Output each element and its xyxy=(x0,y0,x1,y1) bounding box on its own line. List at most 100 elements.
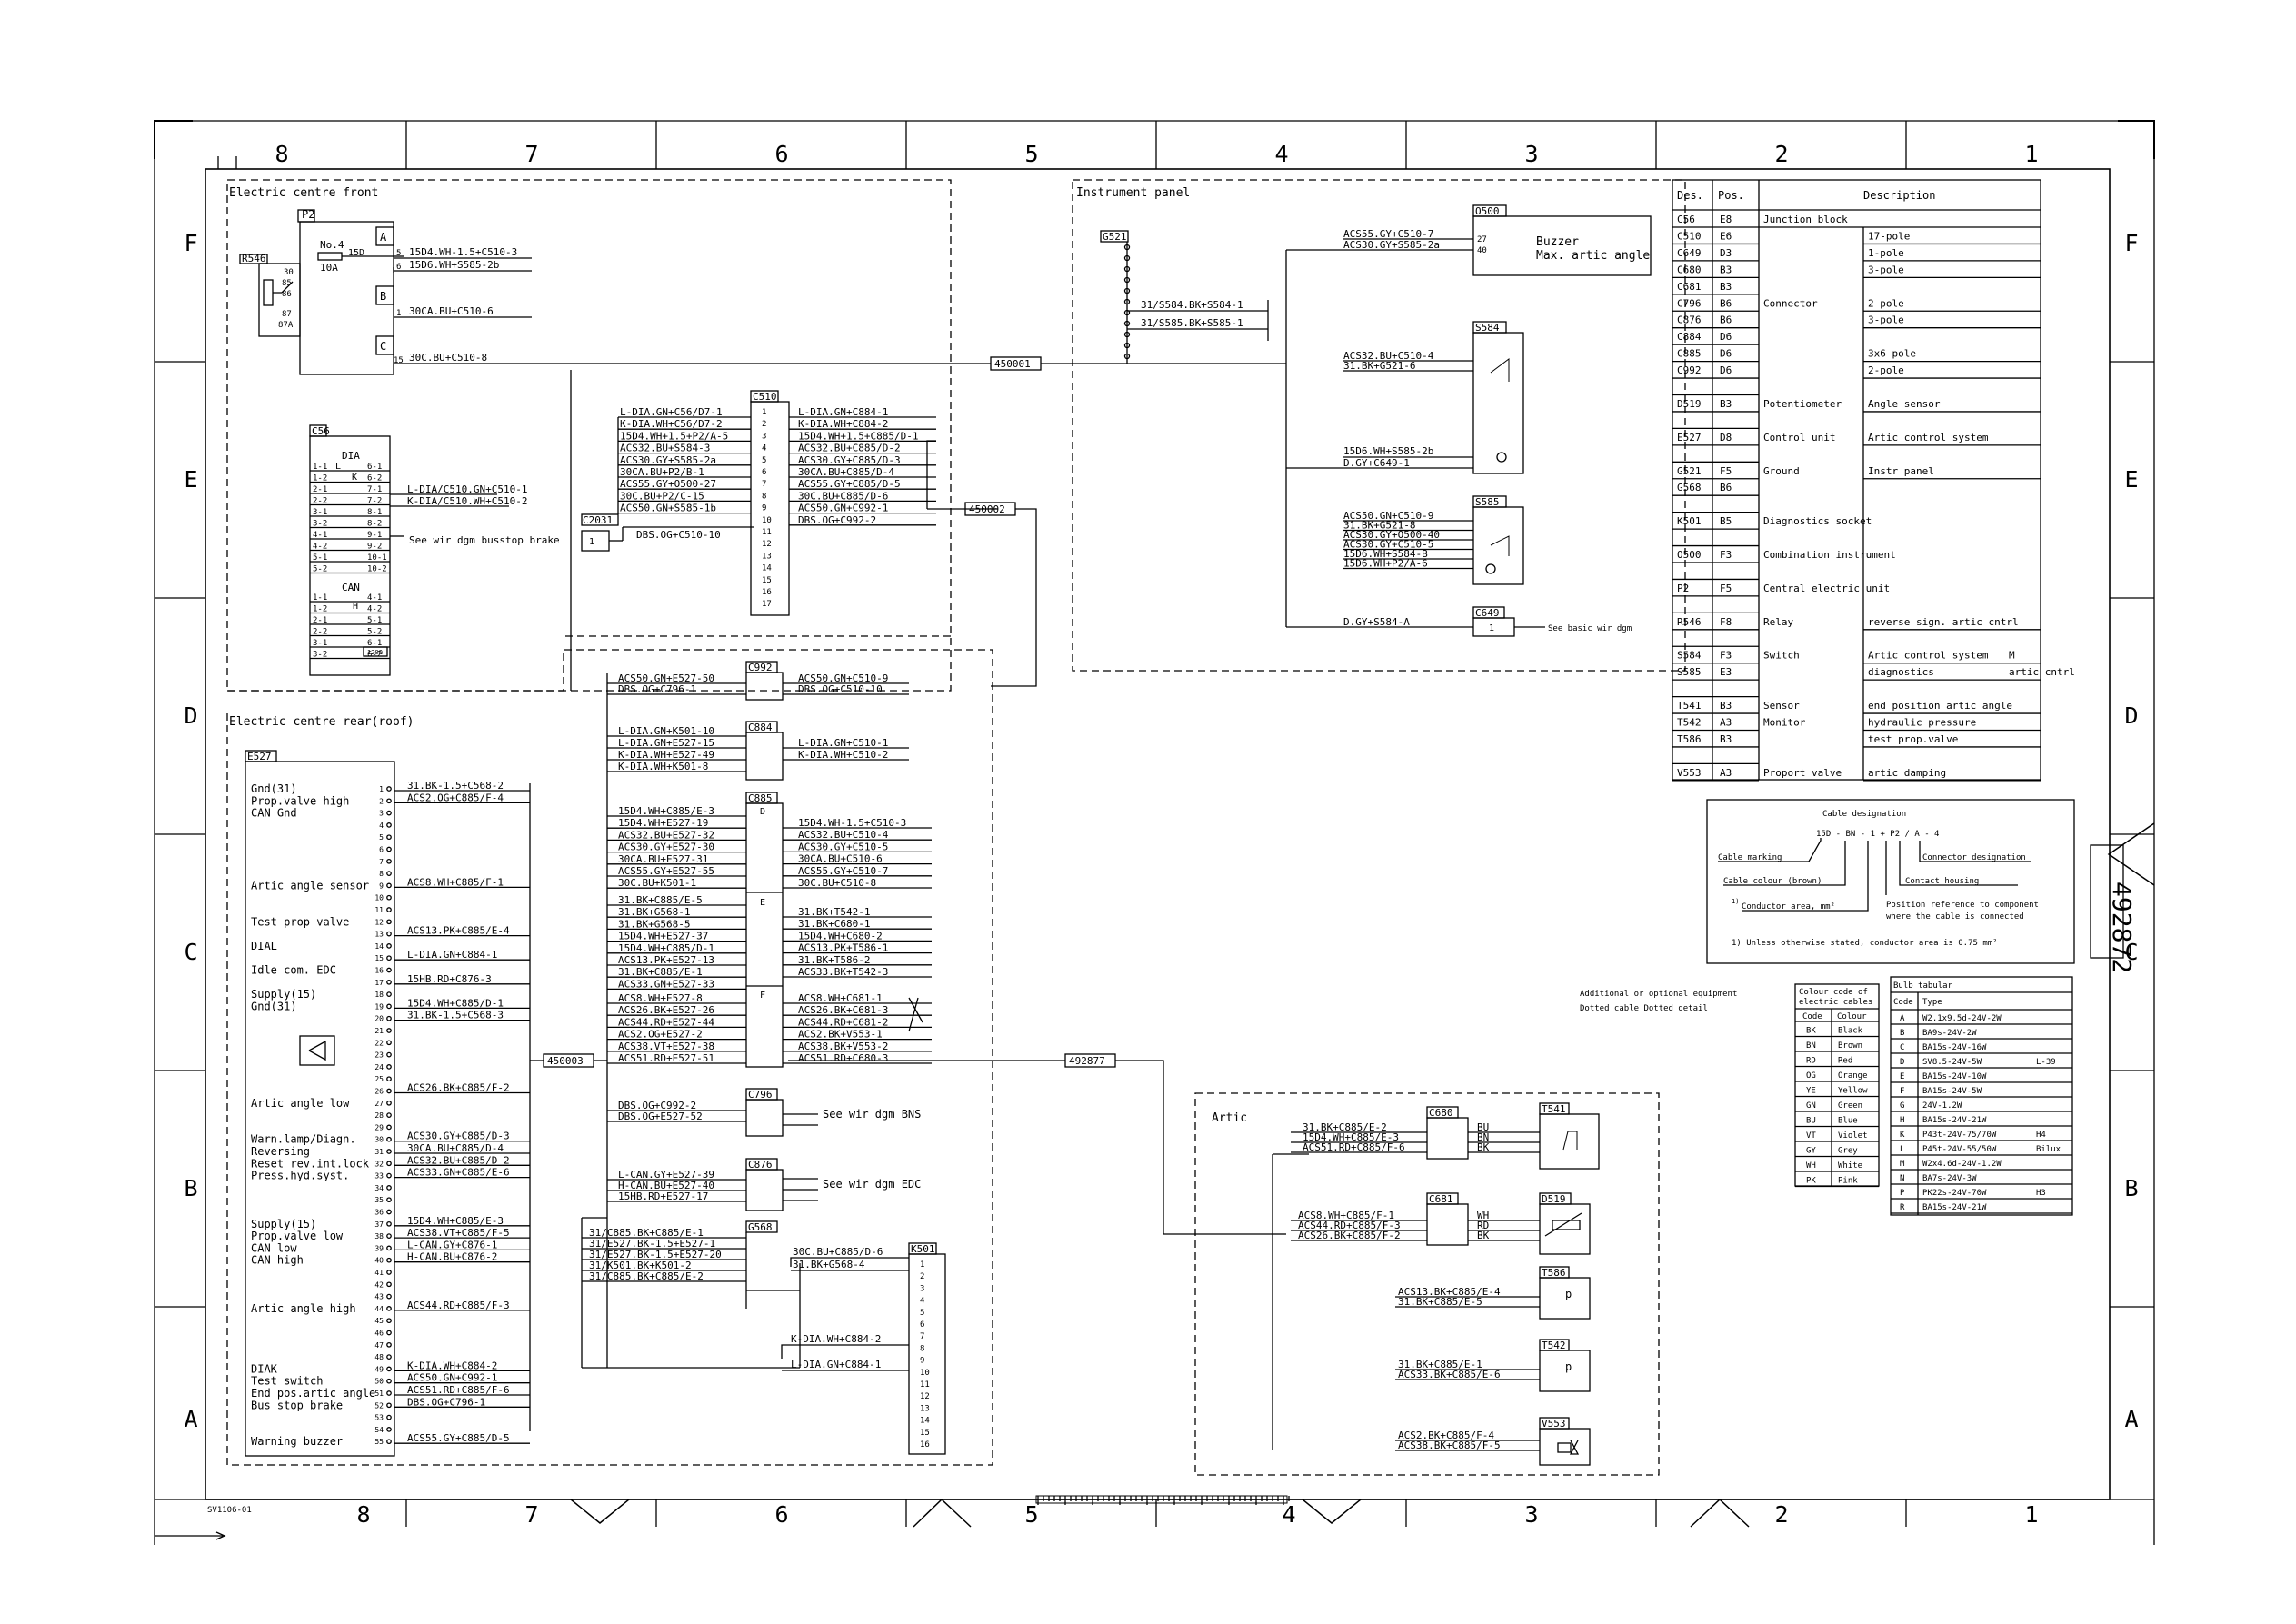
component-pos: D6 xyxy=(1720,364,1732,376)
c876-wire-3: 15HB.RD+E527-17 xyxy=(618,1191,708,1202)
column-dividers xyxy=(217,121,1907,1527)
column-label-top-2: 2 xyxy=(1774,141,1788,167)
c885-right-wire: 15D4.WH+C680-2 xyxy=(798,930,883,942)
column-label-bottom-4: 4 xyxy=(1282,1501,1295,1528)
component-des: E527 xyxy=(1677,432,1702,443)
can-label: CAN xyxy=(342,582,360,593)
e527-wire-label: H-CAN.BU+C876-2 xyxy=(407,1251,497,1263)
c56-dia-pin-right: 8-1 xyxy=(367,508,382,517)
colour-code-BK: BK xyxy=(1806,1027,1816,1036)
e527-pin-dot xyxy=(386,786,392,792)
g568-wire-4: 31/K501.BK+K501-2 xyxy=(589,1260,692,1271)
c56-dia-pin-left: 2-1 xyxy=(313,485,327,494)
c510-right-wire-5: ACS30.GY+C885/D-3 xyxy=(798,454,901,466)
bulb-code-D: D xyxy=(1900,1058,1904,1067)
row-label-left-E: E xyxy=(184,466,197,493)
component-pos: F8 xyxy=(1720,616,1732,628)
v553_wires-1: ACS2.BK+C885/F-4 xyxy=(1398,1430,1494,1441)
e527-pin-dot xyxy=(386,1209,392,1215)
colour-name-BN: Brown xyxy=(1838,1041,1862,1051)
e527-pin-number: 23 xyxy=(374,1051,384,1060)
c885-block-f: F xyxy=(760,991,765,1001)
c885-left-wire: 15D4.WH+C885/D-1 xyxy=(618,942,714,954)
sheet-code: SV1106-01 xyxy=(207,1506,252,1515)
c510-pin-14: 14 xyxy=(762,564,772,573)
e527-pin-number: 38 xyxy=(374,1232,384,1240)
e527-pin-dot xyxy=(386,1149,392,1154)
c510-pin-5: 5 xyxy=(762,456,766,465)
c56-can-pin-left: 2-1 xyxy=(313,616,327,625)
c884-right-wire-1: L-DIA.GN+C510-1 xyxy=(798,737,888,749)
s585-lamp-icon xyxy=(1485,563,1496,574)
dia-label: DIA xyxy=(342,450,360,462)
g521-pin-tap xyxy=(1123,244,1131,251)
c681-colour-BK: BK xyxy=(1477,1230,1490,1241)
c56-dia-pin-right: 7-1 xyxy=(367,485,382,494)
c2031-pin: 1 xyxy=(589,537,594,547)
e527-function-label: Idle com. EDC xyxy=(251,964,336,977)
c56-can-pin-right: 6-2 xyxy=(367,651,382,660)
c510-left-wire-4: ACS32.BU+S584-3 xyxy=(620,443,710,454)
e527-pin-number: 39 xyxy=(374,1244,384,1252)
c681-colour-RD: RD xyxy=(1477,1220,1489,1231)
v553_wires-2: ACS38.BK+C885/F-5 xyxy=(1398,1440,1501,1451)
colour-code-header-code: Code xyxy=(1802,1012,1822,1021)
e527-pin-number: 30 xyxy=(374,1136,384,1144)
c56-dia-pin-left: 5-1 xyxy=(313,553,327,563)
c884-left-wire-1: L-DIA.GN+K501-10 xyxy=(618,725,714,737)
c681-wire-list: ACS8.WH+C885/F-1ACS44.RD+C885/F-3ACS26.B… xyxy=(1291,1210,1540,1241)
e527-pin-dot xyxy=(386,1124,392,1131)
c56-dia-pin-right: 6-2 xyxy=(367,474,382,483)
k501-wire-3: K-DIA.WH+C884-2 xyxy=(791,1333,881,1345)
s585-wire-5: 15D6.WH+S584-B xyxy=(1343,548,1428,560)
component-subdescription: test prop.valve xyxy=(1868,733,1958,745)
g568-wire-2: 31/E527.BK-1.5+E527-1 xyxy=(589,1238,715,1250)
e527-wire-label: ACS13.PK+C885/E-4 xyxy=(407,925,510,937)
c681-label: C681 xyxy=(1429,1193,1453,1205)
g568-wire-5: 31/C885.BK+C885/E-2 xyxy=(589,1270,704,1282)
column-label-top-1: 1 xyxy=(2024,141,2038,167)
e527-function-label: Test prop valve xyxy=(251,915,349,928)
g568-wire-1: 31/C885.BK+C885/E-1 xyxy=(589,1227,704,1239)
t542_wires-1: 31.BK+C885/E-1 xyxy=(1398,1359,1482,1370)
e527-pin-number: 22 xyxy=(374,1039,384,1047)
e527-pin-number: 4 xyxy=(379,822,384,830)
c510-left-wire-1: L-DIA.GN+C56/D7-1 xyxy=(620,406,723,418)
c681-colour-WH: WH xyxy=(1477,1210,1489,1221)
c56-wire-1: L-DIA/C510.GN+C510-1 xyxy=(407,483,527,495)
component-subdescription: artic damping xyxy=(1868,767,1946,779)
colour-code-RD: RD xyxy=(1806,1057,1816,1066)
c884-left-wire-3: K-DIA.WH+E527-49 xyxy=(618,749,714,761)
e527-pin-dot xyxy=(386,1040,392,1046)
e527-wire-label: ACS2.OG+C885/F-4 xyxy=(407,792,504,803)
row-label-right-A: A xyxy=(2124,1406,2138,1432)
component-description: Relay xyxy=(1763,616,1793,628)
bulb-type-H: BA15s-24V-21W xyxy=(1922,1116,1987,1125)
e527-wire-label: ACS32.BU+C885/D-2 xyxy=(407,1154,510,1166)
c56-can-pin-left: 1-2 xyxy=(313,605,327,614)
c885-right-wire: 15D4.WH-1.5+C510-3 xyxy=(798,817,906,829)
e527-pin-dot xyxy=(386,1414,392,1420)
bulb-code-E: E xyxy=(1900,1072,1904,1081)
k501-pin-5: 5 xyxy=(920,1309,924,1318)
component-header-des: Des. xyxy=(1677,189,1703,202)
e527-wire-label: 15HB.RD+C876-3 xyxy=(407,973,492,985)
e527-pin-number: 12 xyxy=(374,918,384,926)
e527-pin-number: 20 xyxy=(374,1015,384,1023)
column-label-bottom-7: 7 xyxy=(524,1501,538,1528)
c510-left-wire-7: ACS55.GY+O500-27 xyxy=(620,478,716,490)
s584-lamp-icon xyxy=(1496,452,1507,463)
e527-function-label: End pos.artic angle xyxy=(251,1387,375,1400)
c510-pin-4: 4 xyxy=(762,444,766,453)
e527-pin-dot xyxy=(386,1293,392,1300)
bulb-type-F: BA15s-24V-5W xyxy=(1922,1087,1982,1096)
c56-can-pin-right: 4-2 xyxy=(367,605,382,614)
colour-code-YE: YE xyxy=(1806,1087,1816,1096)
e527-pin-number: 7 xyxy=(379,858,384,866)
drawing-frame xyxy=(154,120,2155,1545)
c56-can-pin-left: 2-2 xyxy=(313,628,327,637)
bulb-code-N: N xyxy=(1900,1174,1904,1183)
e527-pin-number: 9 xyxy=(379,882,384,890)
e527-pin-dot xyxy=(386,1341,392,1348)
